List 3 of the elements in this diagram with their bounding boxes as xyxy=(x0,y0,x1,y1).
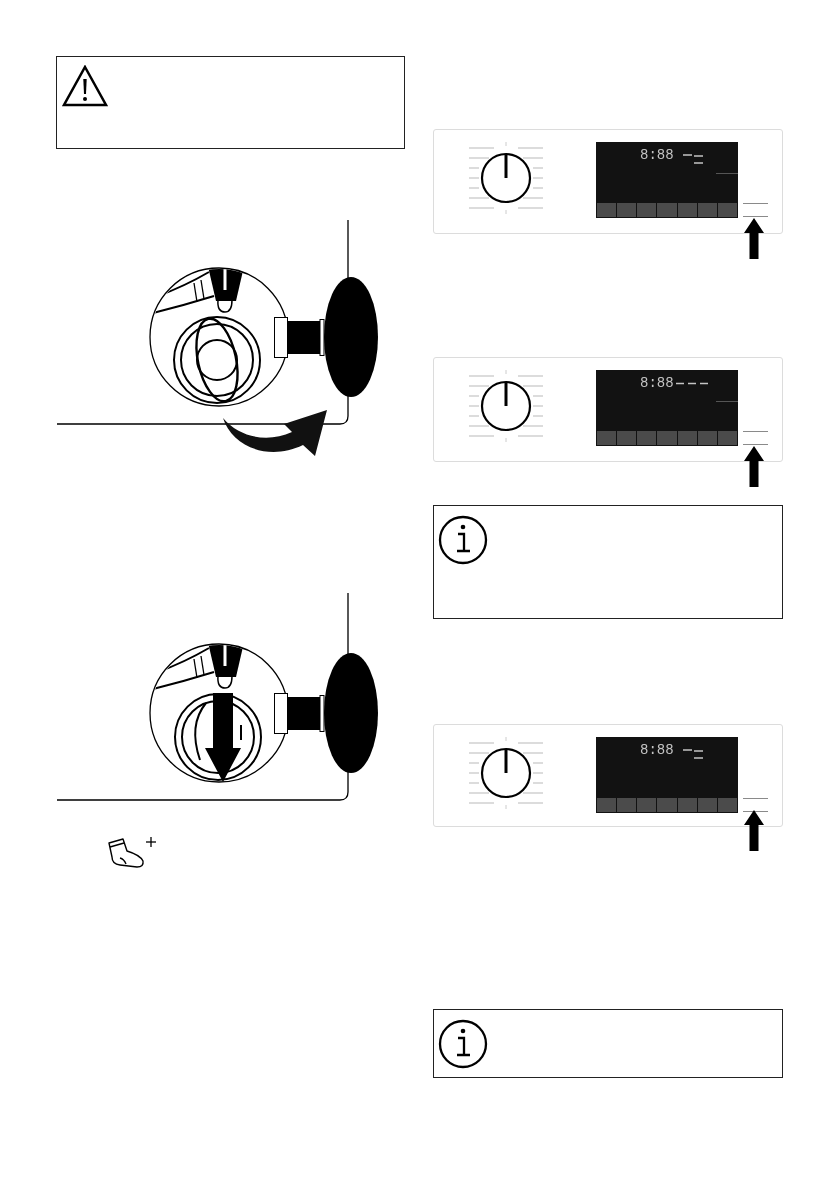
display-readout: 8:88 xyxy=(640,376,674,390)
display-readout: 8:88 xyxy=(640,743,674,757)
display-readout: 8:88 xyxy=(640,148,674,162)
